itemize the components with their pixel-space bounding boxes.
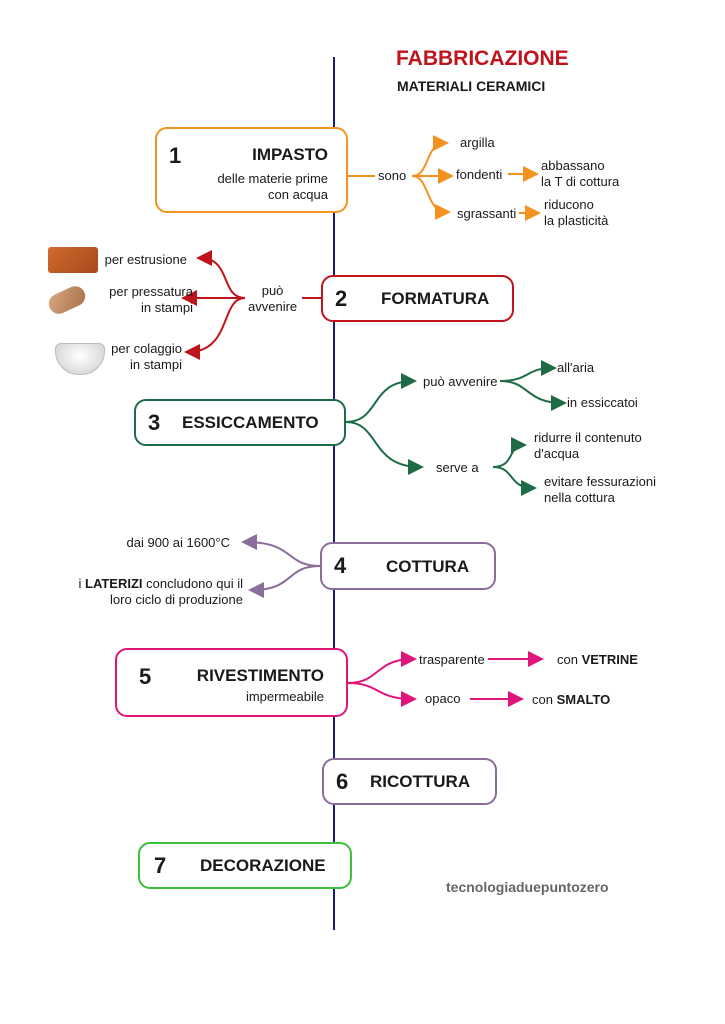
arrow-puo-avvenire (345, 373, 417, 423)
step-title: RIVESTIMENTO (196, 666, 324, 685)
item-sgrassanti: sgrassanti (457, 206, 517, 221)
formatura-estrusione: per estrusione (105, 252, 187, 268)
arrow-essiccatoi (499, 380, 567, 411)
title: FABBRICAZIONE (396, 47, 569, 70)
text-line: avvenire (248, 299, 298, 314)
text-line: d'acqua (534, 446, 580, 461)
text-line: in stampi (129, 357, 182, 372)
step-title: COTTURA (386, 557, 470, 576)
item-argilla: argilla (460, 135, 495, 150)
text-line: la T di cottura (541, 174, 620, 189)
arrow-ridurre (492, 437, 527, 468)
step-number: 4 (334, 553, 347, 578)
step-title: IMPASTO (252, 145, 328, 164)
vetrine-bold: VETRINE (581, 652, 638, 667)
step-title: FORMATURA (381, 289, 490, 308)
rivestimento-trasparente: trasparente (419, 652, 485, 667)
text-part: concludono qui il (142, 576, 243, 591)
essiccamento-aria: all'aria (557, 360, 595, 375)
text-line: ridurre il contenuto (534, 430, 642, 445)
rivestimento-opaco: opaco (425, 691, 461, 706)
text-line: può (261, 283, 284, 298)
item-fondenti: fondenti (456, 167, 503, 182)
step-formatura: 2 FORMATURA (321, 275, 514, 322)
step-decorazione: 7 DECORAZIONE (138, 842, 352, 889)
step-cottura: 4 COTTURA (320, 542, 496, 590)
text-line: nella cottura (544, 490, 615, 505)
arrow-temp (241, 534, 321, 567)
subtitle: MATERIALI CERAMICI (397, 78, 546, 94)
step-desc: impermeabile (245, 689, 324, 704)
arrow-sgrassanti (411, 175, 451, 220)
step-number: 2 (335, 286, 348, 311)
rivestimento-smalto: con SMALTO (532, 692, 610, 708)
smalto-bold: SMALTO (556, 692, 611, 707)
arrow-colaggio (184, 297, 246, 360)
bricks-image (48, 247, 98, 273)
arrow-evitare (492, 466, 537, 496)
arrow-argilla (411, 135, 449, 177)
arrow-laterizi (248, 565, 321, 598)
essiccamento-link-2: serve a (436, 460, 479, 475)
text-line: la plasticità (544, 213, 609, 228)
text-line: riducono (544, 197, 594, 212)
arrow-trasparente (347, 651, 417, 684)
arrow-opaco (347, 682, 417, 707)
arrow-aria (499, 360, 557, 382)
step-rivestimento: 5 RIVESTIMENTO impermeabile (115, 648, 348, 717)
step-essiccamento: 3 ESSICCAMENTO (134, 399, 346, 446)
step-number: 6 (336, 769, 349, 794)
step-number: 1 (169, 143, 182, 168)
text-line: loro ciclo di produzione (110, 592, 243, 607)
text-part: con (557, 652, 582, 667)
text-line: abbassano (541, 158, 605, 173)
laterizi-bold: LATERIZI (85, 576, 143, 591)
desc-line: con acqua (268, 187, 328, 202)
step-title: RICOTTURA (370, 772, 471, 791)
footer-credit: tecnologiaduepuntozero (446, 879, 609, 895)
arrow-estrusione (196, 250, 246, 299)
step-number: 7 (154, 853, 167, 878)
step-title: DECORAZIONE (200, 856, 326, 875)
step-title: ESSICCAMENTO (182, 413, 319, 432)
essiccamento-essiccatoi: in essiccatoi (567, 395, 638, 410)
rivestimento-vetrine: con VETRINE (557, 652, 638, 668)
text-part: con (532, 692, 557, 707)
impasto-link: sono (378, 168, 407, 183)
text-line: per estrusione (104, 252, 187, 267)
text-line: i LATERIZI concludono qui il (79, 576, 244, 591)
text-line: per pressatura (109, 284, 193, 299)
cottura-temp: dai 900 ai 1600°C (126, 535, 231, 550)
text-line: in stampi (140, 300, 193, 315)
text-line: per colaggio (111, 341, 182, 356)
text-part: i (78, 576, 85, 591)
step-number: 3 (148, 410, 161, 435)
step-ricottura: 6 RICOTTURA (322, 758, 497, 805)
desc-line: delle materie prime (217, 171, 328, 186)
essiccamento-link-1: può avvenire (423, 374, 498, 389)
step-number: 5 (139, 664, 152, 689)
arrow-serve-a (345, 421, 424, 475)
text-line: evitare fessurazioni (544, 474, 656, 489)
